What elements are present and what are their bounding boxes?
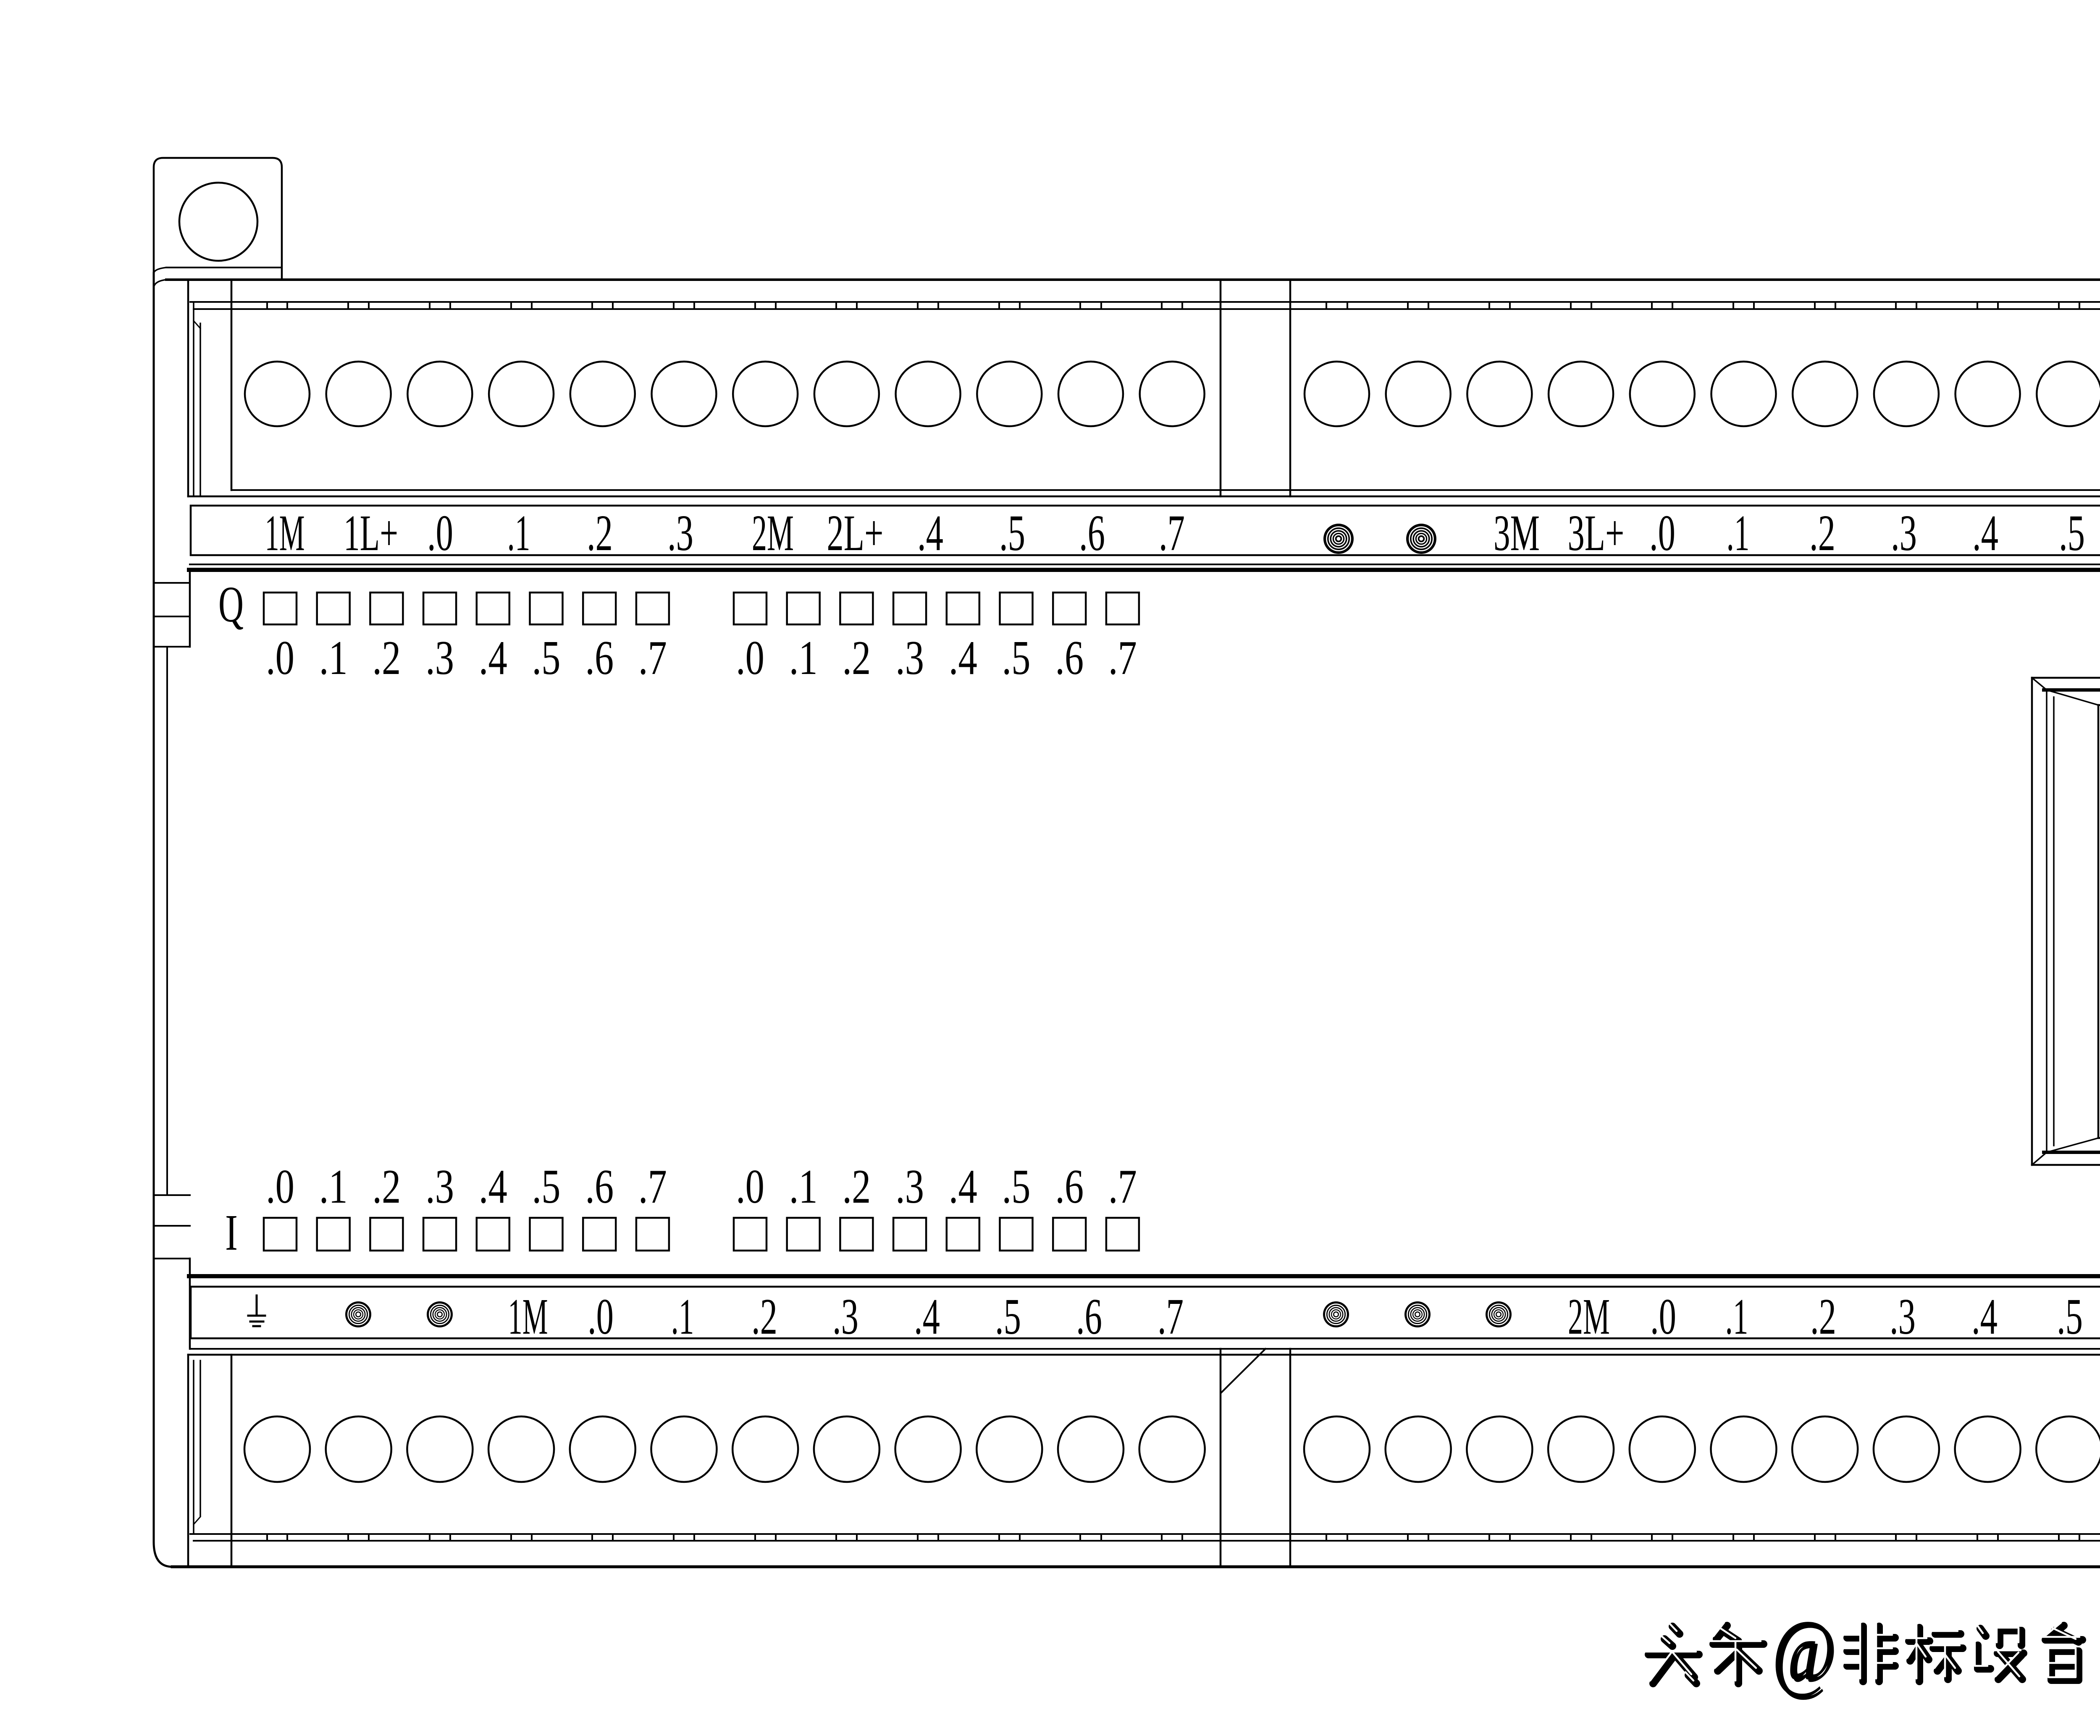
svg-text:.5: .5	[999, 505, 1025, 561]
svg-text:.4: .4	[914, 1288, 940, 1345]
svg-text:.4: .4	[917, 505, 943, 561]
svg-text:.2: .2	[842, 631, 871, 684]
svg-text:.2: .2	[372, 631, 401, 684]
svg-text:.0: .0	[588, 1288, 614, 1345]
svg-text:.0: .0	[266, 631, 294, 684]
svg-text:.3: .3	[425, 1160, 454, 1213]
svg-text:Q: Q	[218, 576, 244, 633]
svg-text:.0: .0	[736, 631, 764, 684]
svg-text:.1: .1	[789, 1160, 818, 1213]
svg-text:.1: .1	[319, 631, 348, 684]
svg-text:.5: .5	[532, 1160, 561, 1213]
svg-text:.7: .7	[638, 631, 667, 684]
svg-text:2L+: 2L+	[827, 505, 884, 561]
svg-text:.6: .6	[1076, 1288, 1102, 1345]
svg-text:1M: 1M	[508, 1288, 548, 1345]
svg-text:.0: .0	[736, 1160, 764, 1213]
svg-text:.6: .6	[1055, 1160, 1084, 1213]
svg-text:2M: 2M	[1568, 1288, 1610, 1345]
svg-text:.3: .3	[1891, 505, 1917, 561]
svg-text:.0: .0	[1649, 505, 1675, 561]
svg-text:.7: .7	[1108, 1160, 1137, 1213]
svg-text:.4: .4	[1971, 1288, 1998, 1345]
svg-text:.2: .2	[751, 1288, 777, 1345]
svg-text:@: @	[1774, 1605, 1838, 1702]
svg-text:.4: .4	[949, 631, 977, 684]
svg-text:.2: .2	[1810, 1288, 1836, 1345]
svg-text:@: @	[1772, 1602, 1835, 1700]
svg-text:.1: .1	[1725, 1288, 1748, 1345]
svg-text:.2: .2	[842, 1160, 871, 1213]
svg-text:.3: .3	[667, 505, 693, 561]
svg-text:1M: 1M	[265, 505, 305, 561]
svg-text:.1: .1	[507, 505, 530, 561]
svg-text:.0: .0	[266, 1160, 294, 1213]
svg-text:.4: .4	[1972, 505, 1998, 561]
svg-text:.2: .2	[372, 1160, 401, 1213]
svg-text:.6: .6	[585, 1160, 614, 1213]
svg-text:.7: .7	[638, 1160, 667, 1213]
svg-text:.3: .3	[895, 631, 924, 684]
svg-text:.1: .1	[671, 1288, 694, 1345]
svg-text:.6: .6	[585, 631, 614, 684]
svg-text:.7: .7	[1159, 505, 1185, 561]
svg-text:2M: 2M	[752, 505, 794, 561]
svg-text:.1: .1	[1727, 505, 1750, 561]
svg-text:.3: .3	[895, 1160, 924, 1213]
svg-text:3L+: 3L+	[1568, 505, 1625, 561]
svg-text:3M: 3M	[1494, 505, 1540, 561]
svg-text:.4: .4	[479, 1160, 507, 1213]
svg-text:.6: .6	[1079, 505, 1105, 561]
svg-text:.4: .4	[949, 1160, 977, 1213]
svg-text:.7: .7	[1158, 1288, 1184, 1345]
svg-text:.5: .5	[995, 1288, 1021, 1345]
svg-text:.5: .5	[532, 631, 561, 684]
svg-text:.6: .6	[1055, 631, 1084, 684]
svg-text:.3: .3	[425, 631, 454, 684]
svg-text:.0: .0	[427, 505, 453, 561]
svg-text:.7: .7	[1108, 631, 1137, 684]
svg-text:1L+: 1L+	[344, 505, 398, 561]
svg-text:.5: .5	[2057, 1288, 2083, 1345]
svg-text:I: I	[225, 1204, 238, 1261]
svg-text:.2: .2	[1809, 505, 1835, 561]
svg-text:.5: .5	[2059, 505, 2085, 561]
svg-text:.3: .3	[832, 1288, 858, 1345]
svg-text:.1: .1	[319, 1160, 348, 1213]
svg-text:.4: .4	[479, 631, 507, 684]
svg-text:.2: .2	[587, 505, 613, 561]
svg-text:.5: .5	[1002, 1160, 1031, 1213]
svg-text:.3: .3	[1890, 1288, 1916, 1345]
svg-text:.5: .5	[1002, 631, 1031, 684]
svg-text:.0: .0	[1650, 1288, 1676, 1345]
svg-text:.1: .1	[789, 631, 818, 684]
